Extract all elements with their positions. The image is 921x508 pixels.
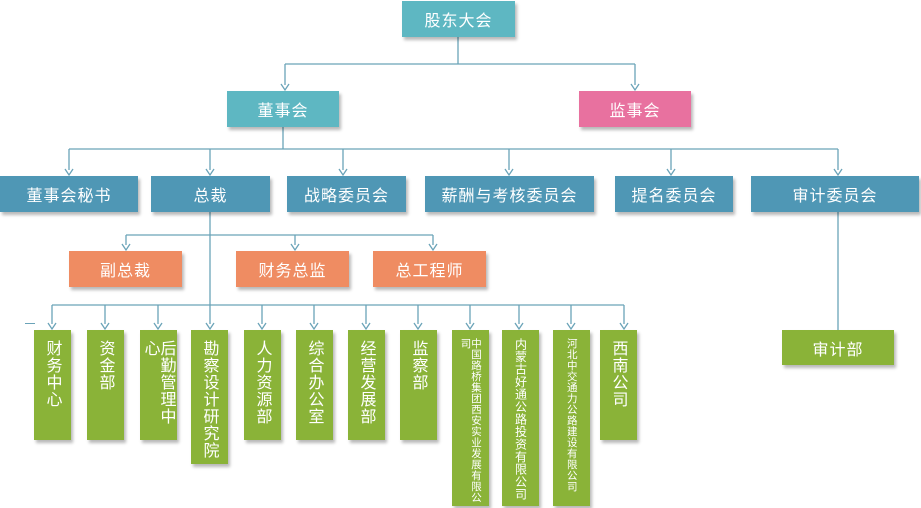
dept-4: 勘察设计研究院: [191, 330, 228, 464]
dept-11: 河北中交通力公路建设有限公司: [553, 330, 590, 506]
node-vice-president: 副总裁: [69, 251, 182, 287]
connector-arrow-9: [338, 149, 348, 177]
dept-1: 财务中心: [34, 330, 71, 440]
connector-arrow-17: [428, 235, 438, 252]
node-audit-dept: 审计部: [782, 330, 894, 365]
dept-label: 西南公司: [609, 340, 629, 408]
connector-arrow-8: [205, 149, 215, 177]
connector-arrow-29: [514, 305, 524, 331]
connector-arrow-27: [413, 305, 423, 331]
node-cfo: 财务总监: [236, 251, 349, 287]
dept-3: 后勤管理中心: [140, 330, 177, 440]
connector-arrow-16: [290, 235, 300, 252]
dept-9: 中国路桥集团西安实业发展有限公司: [452, 330, 489, 506]
dept-6: 综合办公室: [296, 330, 333, 440]
node-strategy-committee: 战略委员会: [287, 176, 406, 212]
connector-arrow-20: [47, 305, 57, 331]
node-president: 总裁: [151, 176, 270, 212]
dept-label: 中国路桥集团西安实业发展有限公司: [459, 338, 483, 503]
connector-arrow-26: [361, 305, 371, 331]
dept-8: 监察部: [400, 330, 437, 440]
dept-5: 人力资源部: [244, 330, 281, 440]
connector-arrow-30: [566, 305, 576, 331]
dept-label: 资金部: [96, 340, 116, 391]
node-chief-engineer: 总工程师: [373, 251, 486, 287]
dept-2: 资金部: [87, 330, 124, 440]
node-audit-committee: 审计委员会: [751, 176, 919, 212]
connector-arrow-3: [280, 64, 290, 92]
connector-arrow-24: [257, 305, 267, 331]
connector-arrow-28: [465, 305, 475, 331]
node-nomination-committee: 提名委员会: [615, 176, 733, 212]
connector-arrow-11: [666, 149, 676, 177]
node-shareholders: 股东大会: [402, 1, 515, 37]
connector-arrow-23: [205, 305, 215, 331]
stray-tick-mark: [25, 323, 35, 324]
connector-arrow-21: [100, 305, 110, 331]
node-compensation-committee: 薪酬与考核委员会: [425, 176, 594, 212]
connector-arrow-4: [630, 64, 640, 92]
dept-label: 人力资源部: [253, 340, 273, 425]
dept-label: 后勤管理中心: [141, 340, 177, 425]
connector-arrow-7: [64, 149, 74, 177]
dept-label: 内蒙古好通公路投资有限公司: [513, 338, 528, 501]
dept-label: 财务中心: [43, 340, 63, 408]
dept-label: 监察部: [409, 340, 429, 391]
dept-label: 勘察设计研究院: [200, 340, 220, 459]
connector-arrow-25: [309, 305, 319, 331]
dept-7: 经营发展部: [348, 330, 385, 440]
node-board: 董事会: [227, 91, 339, 127]
node-board-secretary: 董事会秘书: [0, 176, 138, 212]
connector-arrow-10: [504, 149, 514, 177]
node-supervisory: 监事会: [579, 91, 691, 127]
connector-arrow-12: [833, 149, 843, 177]
dept-label: 经营发展部: [357, 340, 377, 425]
connector-arrow-22: [153, 305, 163, 331]
dept-10: 内蒙古好通公路投资有限公司: [502, 330, 539, 506]
connector-arrow-15: [121, 235, 131, 252]
dept-label: 河北中交通力公路建设有限公司: [565, 338, 578, 492]
dept-12: 西南公司: [600, 330, 637, 440]
connector-arrow-31: [619, 305, 629, 331]
dept-label: 综合办公室: [305, 340, 325, 425]
